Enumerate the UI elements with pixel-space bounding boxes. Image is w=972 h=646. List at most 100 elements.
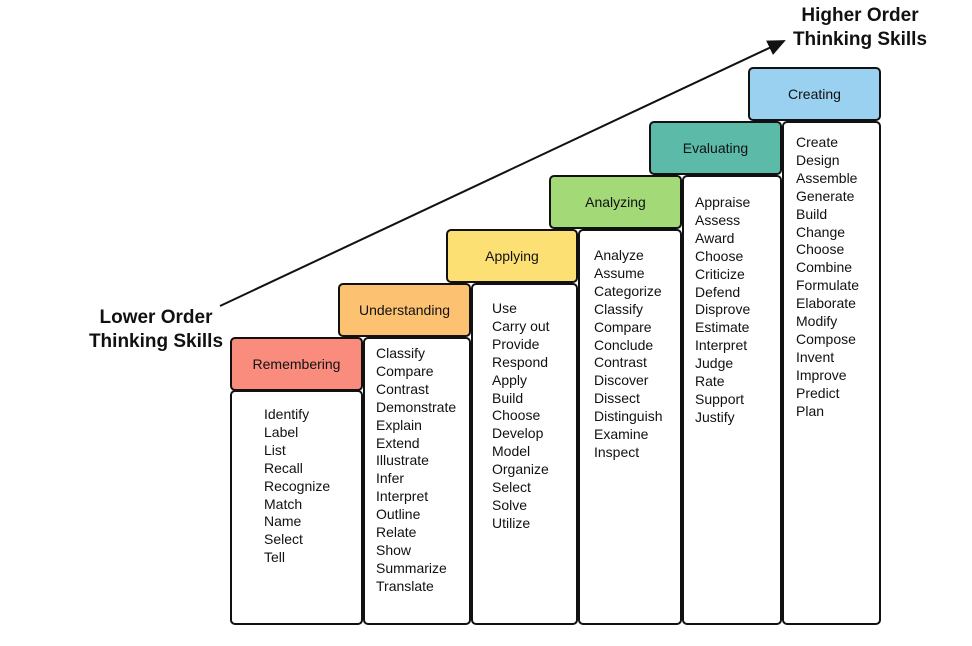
higher-order-line1: Higher Order — [801, 5, 919, 26]
level-header-remembering: Remembering — [230, 337, 363, 391]
verb-item: Summarize — [376, 559, 447, 576]
verb-item: Interpret — [376, 488, 429, 505]
verb-item: Organize — [492, 461, 549, 478]
verb-item: Demonstrate — [376, 398, 457, 415]
level-header-applying: Applying — [446, 229, 578, 283]
verb-item: Assume — [594, 264, 645, 281]
level-header-understanding: Understanding — [338, 283, 471, 337]
verb-item: Develop — [492, 425, 544, 442]
level-name: Understanding — [358, 302, 451, 318]
verb-item: Use — [492, 300, 517, 316]
verb-item: Compare — [594, 318, 652, 335]
verb-item: Recall — [264, 459, 303, 476]
verb-item: Recognize — [264, 477, 331, 494]
verb-item: Dissect — [594, 390, 640, 407]
verb-item: Solve — [492, 496, 528, 513]
verb-item: Predict — [796, 384, 840, 401]
verb-item: Label — [264, 423, 299, 440]
verb-item: Inspect — [594, 443, 640, 460]
level-name: Analyzing — [585, 194, 646, 210]
verb-item: Choose — [492, 407, 541, 424]
verb-item: Extend — [376, 434, 420, 451]
verb-item: Criticize — [695, 265, 745, 282]
verb-item: Change — [796, 223, 846, 240]
lower-order-label: Lower Order Thinking Skills — [80, 306, 232, 354]
verb-item: Build — [796, 205, 828, 222]
verb-item: Infer — [376, 470, 405, 487]
verb-item: Estimate — [695, 319, 750, 336]
verb-item: Illustrate — [376, 452, 429, 469]
verb-item: Modify — [796, 313, 838, 330]
verb-item: Rate — [695, 373, 725, 390]
lower-order-line1: Lower Order — [99, 307, 213, 328]
verb-item: Combine — [796, 259, 853, 276]
verb-item: Compose — [796, 330, 856, 347]
verb-item: Analyze — [594, 247, 644, 263]
verb-item: Compare — [376, 362, 434, 379]
verb-item: Interpret — [695, 337, 748, 354]
verb-item: Design — [796, 151, 840, 168]
verb-item: Assemble — [796, 169, 858, 186]
higher-order-label: Higher Order Thinking Skills — [784, 4, 936, 52]
verb-item: Tell — [264, 549, 286, 566]
verb-item: Generate — [796, 187, 855, 204]
verb-item: Appraise — [695, 194, 751, 210]
verb-item: Categorize — [594, 282, 662, 299]
verb-item: Formulate — [796, 277, 860, 294]
verb-item: Examine — [594, 426, 649, 443]
verb-item: Disprove — [695, 301, 751, 318]
level-header-analyzing: Analyzing — [549, 175, 682, 229]
verb-item: Justify — [695, 408, 735, 425]
verb-item: Outline — [376, 506, 421, 523]
verb-item: Match — [264, 495, 303, 512]
level-name: Creating — [788, 86, 841, 102]
lower-order-line2: Thinking Skills — [88, 331, 224, 352]
level-name: Applying — [485, 248, 539, 264]
level-header-creating: Creating — [748, 67, 881, 121]
verb-item: List — [264, 441, 286, 458]
verb-item: Classify — [376, 345, 426, 361]
verb-item: Contrast — [376, 380, 429, 397]
verb-item: Discover — [594, 372, 649, 389]
verb-item: Explain — [376, 416, 422, 433]
verb-item: Award — [695, 229, 735, 246]
verb-item: Create — [796, 134, 839, 150]
verb-item: Model — [492, 443, 531, 460]
verb-item: Plan — [796, 402, 825, 419]
verb-item: Conclude — [594, 336, 654, 353]
level-name: Remembering — [252, 356, 341, 372]
verb-item: Relate — [376, 524, 417, 541]
verb-item: Contrast — [594, 354, 647, 371]
verb-item: Improve — [796, 366, 847, 383]
verb-item: Show — [376, 541, 412, 558]
verb-item: Identify — [264, 406, 310, 422]
verb-item: Choose — [695, 247, 744, 264]
verb-item: Respond — [492, 353, 549, 370]
verb-item: Choose — [796, 241, 845, 258]
level-header-evaluating: Evaluating — [649, 121, 782, 175]
verb-item: Judge — [695, 355, 734, 372]
verb-item: Build — [492, 389, 524, 406]
verb-item: Select — [492, 479, 531, 496]
verb-item: Provide — [492, 335, 540, 352]
verb-item: Invent — [796, 348, 835, 365]
higher-order-line2: Thinking Skills — [792, 29, 928, 50]
verb-item: Select — [264, 531, 303, 548]
verb-item: Elaborate — [796, 295, 856, 312]
level-name: Evaluating — [682, 140, 749, 156]
verb-item: Support — [695, 390, 745, 407]
verb-item: Translate — [376, 577, 434, 594]
verb-item: Defend — [695, 283, 741, 300]
verb-item: Classify — [594, 300, 644, 317]
verb-item: Name — [264, 513, 302, 530]
verb-item: Apply — [492, 371, 528, 388]
verb-item: Distinguish — [594, 408, 663, 425]
